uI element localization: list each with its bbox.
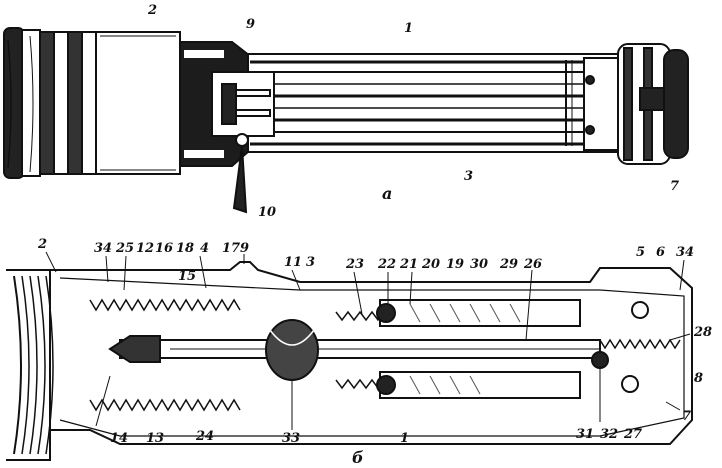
label-30: 30 — [470, 257, 489, 272]
label-4: 4 — [200, 241, 210, 256]
label-29: 29 — [500, 257, 519, 272]
caption-b: б — [352, 448, 364, 467]
label-6: 6 — [656, 245, 666, 260]
label-7-top: 7 — [670, 179, 680, 194]
tail-cap — [583, 43, 689, 165]
label-13: 13 — [146, 431, 165, 446]
label-9-section: 9 — [240, 241, 250, 256]
label-9-top: 9 — [246, 17, 256, 32]
label-19: 19 — [446, 257, 465, 272]
label-2-section: 2 — [38, 237, 48, 252]
reflector — [6, 269, 54, 461]
label-23: 23 — [346, 257, 365, 272]
label-5: 5 — [636, 245, 646, 260]
body-tube — [247, 53, 621, 153]
label-11: 11 — [284, 255, 303, 270]
label-34-left: 34 — [94, 241, 113, 256]
label-26: 26 — [524, 257, 543, 272]
cells — [376, 299, 649, 399]
label-3-top: 3 — [464, 169, 474, 184]
leader-lines — [45, 251, 691, 430]
label-24: 24 — [196, 429, 215, 444]
caption-a: a — [382, 184, 393, 203]
center-rod — [108, 319, 601, 381]
springs — [89, 298, 681, 412]
label-7-section: 7 — [682, 409, 692, 424]
label-3-section: 3 — [306, 255, 316, 270]
label-22: 22 — [378, 257, 397, 272]
switch-window — [211, 71, 275, 137]
label-2-top: 2 — [148, 3, 158, 18]
label-1-top: 1 — [404, 21, 414, 36]
label-25: 25 — [116, 241, 135, 256]
label-21: 21 — [400, 257, 419, 272]
head-cap — [3, 27, 181, 179]
label-15: 15 — [178, 269, 197, 284]
exterior-view — [3, 27, 689, 214]
label-20: 20 — [422, 257, 441, 272]
label-18: 18 — [176, 241, 195, 256]
label-28: 28 — [694, 325, 713, 340]
label-32: 32 — [600, 427, 619, 442]
label-17: 17 — [222, 241, 241, 256]
label-14: 14 — [110, 431, 129, 446]
section-view — [6, 251, 693, 461]
label-1-section: 1 — [400, 431, 410, 446]
housing — [50, 261, 693, 445]
lanyard — [232, 133, 249, 214]
label-16: 16 — [155, 241, 174, 256]
label-27: 27 — [624, 427, 643, 442]
label-33: 33 — [282, 431, 301, 446]
label-12: 12 — [136, 241, 155, 256]
label-8: 8 — [694, 371, 704, 386]
label-10-top: 10 — [258, 205, 277, 220]
label-31: 31 — [576, 427, 595, 442]
label-34-right: 34 — [676, 245, 695, 260]
